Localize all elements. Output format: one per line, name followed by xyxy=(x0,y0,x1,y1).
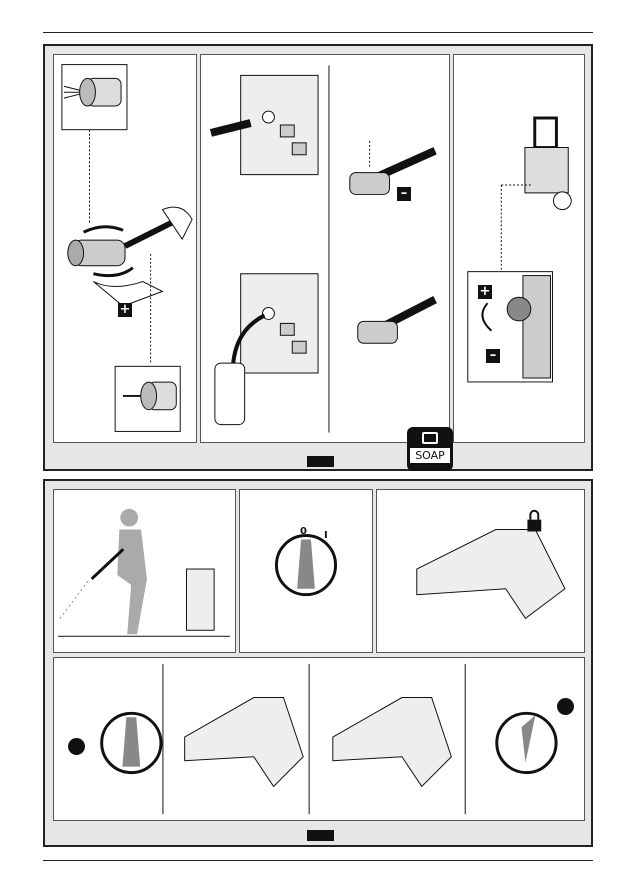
lock-icon xyxy=(527,511,541,532)
minus-sign-knob: – xyxy=(486,349,500,363)
panel-sequence xyxy=(53,657,585,821)
panel-spraying xyxy=(53,489,236,653)
step-dot-right xyxy=(557,698,574,715)
soap-label: SOAP xyxy=(410,448,450,463)
gun-icon xyxy=(377,490,584,652)
top-sheet: + xyxy=(43,44,593,471)
lance-spray xyxy=(358,300,435,344)
dial-icon xyxy=(240,490,372,652)
pressure-knob-illustration xyxy=(454,55,584,442)
machine-front-top xyxy=(211,75,318,174)
panel-nozzle-adjust: + xyxy=(53,54,197,443)
dial-on-label: I xyxy=(324,530,328,541)
page-marker-top xyxy=(307,456,334,467)
nozzle-adjust-illustration xyxy=(54,55,196,442)
step-dot-left xyxy=(68,738,85,755)
gun-lance-icon xyxy=(68,207,192,306)
panel-detergent: – xyxy=(200,54,450,443)
soap-icon: SOAP xyxy=(407,427,453,471)
panel-gun-locked xyxy=(376,489,585,653)
sequence-illustration xyxy=(54,658,584,820)
machine-front-bottom xyxy=(215,274,318,425)
page-marker-bottom xyxy=(307,830,334,841)
top-rule xyxy=(43,32,593,33)
detergent-illustration xyxy=(201,55,449,442)
bottom-rule xyxy=(43,860,593,861)
person-spraying-icon xyxy=(54,490,235,652)
plus-sign-knob: + xyxy=(478,285,492,299)
minus-sign: – xyxy=(397,187,411,201)
panel-dial-off: 0 I xyxy=(239,489,373,653)
panel-pressure-knob: + – xyxy=(453,54,585,443)
plus-sign: + xyxy=(118,303,132,317)
pressure-washer-icon xyxy=(525,118,571,210)
lance-low-pressure xyxy=(350,141,435,195)
dial-off-label: 0 xyxy=(300,526,307,537)
soap-bottle-icon xyxy=(422,432,438,444)
bottom-sheet: 0 I xyxy=(43,479,593,847)
